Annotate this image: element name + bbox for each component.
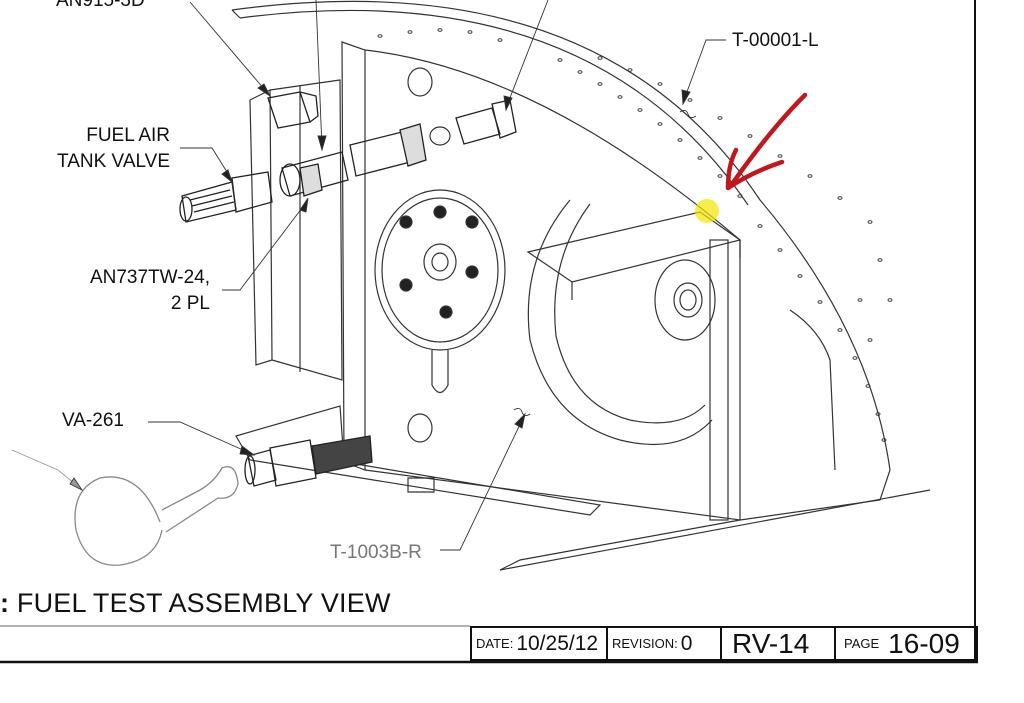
callout-t-1003b-r: T-1003B-R xyxy=(330,542,422,563)
inboard-rib xyxy=(341,41,741,521)
assembly-view-title: : FUEL TEST ASSEMBLY VIEW xyxy=(0,588,391,619)
date-label: DATE: xyxy=(476,636,514,651)
squeeze-bulb xyxy=(74,466,239,566)
callout-t-00001-l: T-00001-L xyxy=(732,30,819,51)
callout-fuel-air-tank-valve: FUEL AIR TANK VALVE xyxy=(38,123,170,175)
callout-va-261: VA-261 xyxy=(62,410,124,431)
date-value: 10/25/12 xyxy=(516,631,599,655)
tank-valve-fitting xyxy=(179,171,273,223)
callout-an737tw-line1: AN737TW-24, xyxy=(89,267,210,288)
leader-lines xyxy=(11,0,726,551)
callout-fuel-air-line1: FUEL AIR xyxy=(86,125,170,146)
drawing-border xyxy=(0,0,978,664)
page-label: PAGE xyxy=(844,636,880,651)
valve-with-screen xyxy=(244,435,373,487)
callout-2pl-line2: 2 PL xyxy=(170,293,210,314)
elbow-fittings xyxy=(267,91,517,145)
highlight-dot xyxy=(695,199,719,223)
date-cell: DATE: 10/25/12 xyxy=(472,628,608,659)
title-text: FUEL TEST ASSEMBLY VIEW xyxy=(16,588,391,618)
red-arrow-annotation xyxy=(725,92,808,191)
title-prefix: : xyxy=(0,588,10,618)
hose-and-clamp xyxy=(279,123,427,197)
revision-cell: REVISION: 0 xyxy=(608,628,722,659)
model-cell: RV-14 xyxy=(722,628,836,659)
title-block: DATE: 10/25/12 REVISION: 0 RV-14 PAGE 16… xyxy=(470,626,978,661)
rivet-holes xyxy=(377,28,893,442)
page-value: 16-09 xyxy=(888,627,960,659)
rear-rib-left xyxy=(249,79,343,381)
baffle-cutout xyxy=(527,199,713,446)
callout-an737tw-24: AN737TW-24, 2 PL xyxy=(60,265,210,317)
callout-tank-valve-line2: TANK VALVE xyxy=(57,151,170,172)
callout-an915-3d: AN915-3D xyxy=(56,0,145,11)
page-cell: PAGE 16-09 xyxy=(836,628,976,659)
revision-value: 0 xyxy=(680,631,693,655)
revision-label: REVISION: xyxy=(612,636,678,651)
model-value: RV-14 xyxy=(732,627,810,659)
tank-skin xyxy=(231,0,891,521)
angle-bracket xyxy=(526,211,742,521)
bottom-flange xyxy=(235,405,931,571)
